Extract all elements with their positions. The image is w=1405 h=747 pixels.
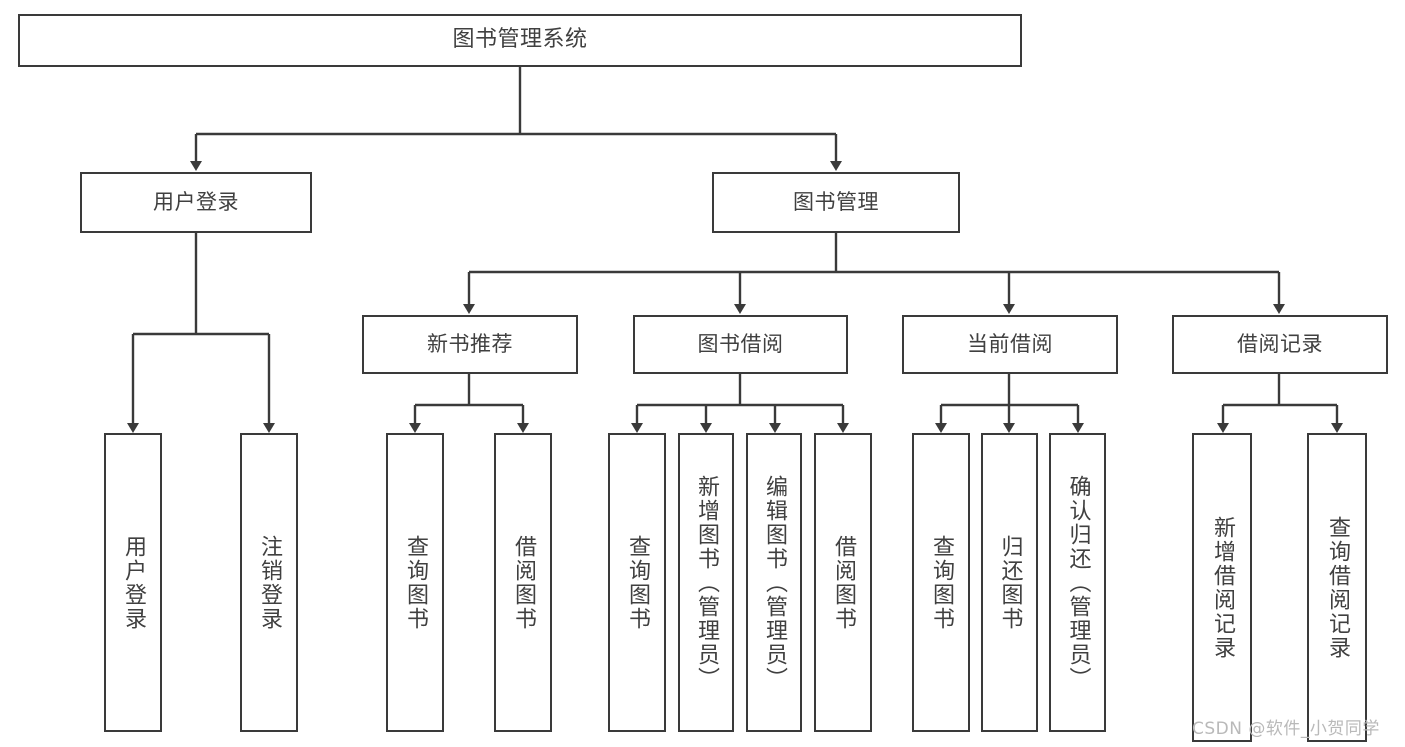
node-new-book-recommend[interactable]: 新书推荐 [362,315,578,374]
node-label: 查询图书 [929,534,954,631]
node-label: 新增图书（管理员） [694,474,719,691]
leaf-current-borrow-confirm-return-admin[interactable]: 确认归还（管理员） [1049,433,1106,732]
leaf-book-borrow-borrow-book[interactable]: 借阅图书 [814,433,872,732]
node-user-login[interactable]: 用户登录 [80,172,312,233]
leaf-borrow-record-query-record[interactable]: 查询借阅记录 [1307,433,1367,742]
node-label: 借阅图书 [511,534,536,631]
leaf-book-borrow-edit-book-admin[interactable]: 编辑图书（管理员） [746,433,802,732]
leaf-borrow-record-add-record[interactable]: 新增借阅记录 [1192,433,1252,742]
node-label: 图书管理系统 [452,27,588,53]
node-label: 用户登录 [153,189,239,214]
node-label: 注销登录 [257,534,282,631]
node-label: 查询借阅记录 [1325,515,1350,660]
node-label: 归还图书 [997,534,1023,631]
node-label: 图书管理 [793,189,879,214]
node-label: 用户登录 [121,534,146,631]
node-book-management[interactable]: 图书管理 [712,172,960,233]
csdn-watermark: CSDN @软件_小贺同学 [1192,719,1380,739]
node-label: 查询图书 [625,534,650,631]
leaf-new-book-query-book[interactable]: 查询图书 [386,433,444,732]
node-label: 当前借阅 [967,331,1053,356]
node-current-borrow[interactable]: 当前借阅 [902,315,1118,374]
leaf-book-borrow-query-book[interactable]: 查询图书 [608,433,666,732]
leaf-user-login-login[interactable]: 用户登录 [104,433,162,732]
leaf-user-login-logout[interactable]: 注销登录 [240,433,298,732]
leaf-new-book-borrow-book[interactable]: 借阅图书 [494,433,552,732]
node-root-book-management-system[interactable]: 图书管理系统 [18,14,1022,67]
node-label: 借阅图书 [831,534,856,631]
node-label: 编辑图书（管理员） [762,474,787,691]
node-label: 新书推荐 [427,331,513,356]
leaf-current-borrow-return-book[interactable]: 归还图书 [981,433,1038,732]
node-label: 确认归还（管理员） [1065,474,1091,691]
leaf-current-borrow-query-book[interactable]: 查询图书 [912,433,970,732]
node-label: 新增借阅记录 [1210,515,1235,660]
leaf-book-borrow-add-book-admin[interactable]: 新增图书（管理员） [678,433,734,732]
node-label: 查询图书 [403,534,428,631]
node-borrow-record[interactable]: 借阅记录 [1172,315,1388,374]
node-label: 图书借阅 [697,331,784,356]
node-book-borrow[interactable]: 图书借阅 [633,315,848,374]
node-label: 借阅记录 [1237,331,1323,356]
